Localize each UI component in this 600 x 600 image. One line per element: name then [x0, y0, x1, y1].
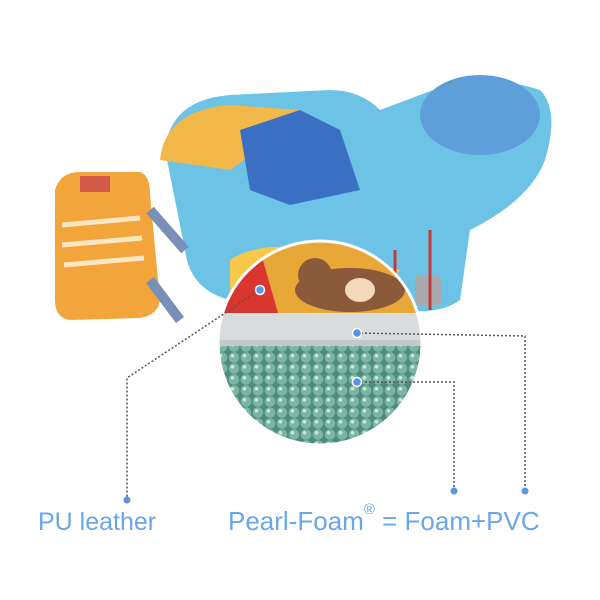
orange-pad: [55, 172, 189, 323]
marker-dots: [123, 284, 529, 504]
leader-lines: [126, 289, 526, 498]
registered-mark: ®: [363, 501, 375, 518]
pearl-foam-formula: = Foam+PVC: [374, 506, 540, 536]
swim-float: [160, 75, 552, 320]
pearl-foam-name: Pearl-Foam: [228, 506, 364, 536]
pu-leather-label: PU leather: [38, 508, 157, 536]
pearl-foam-label: Pearl-Foam® = Foam+PVC: [228, 502, 540, 536]
